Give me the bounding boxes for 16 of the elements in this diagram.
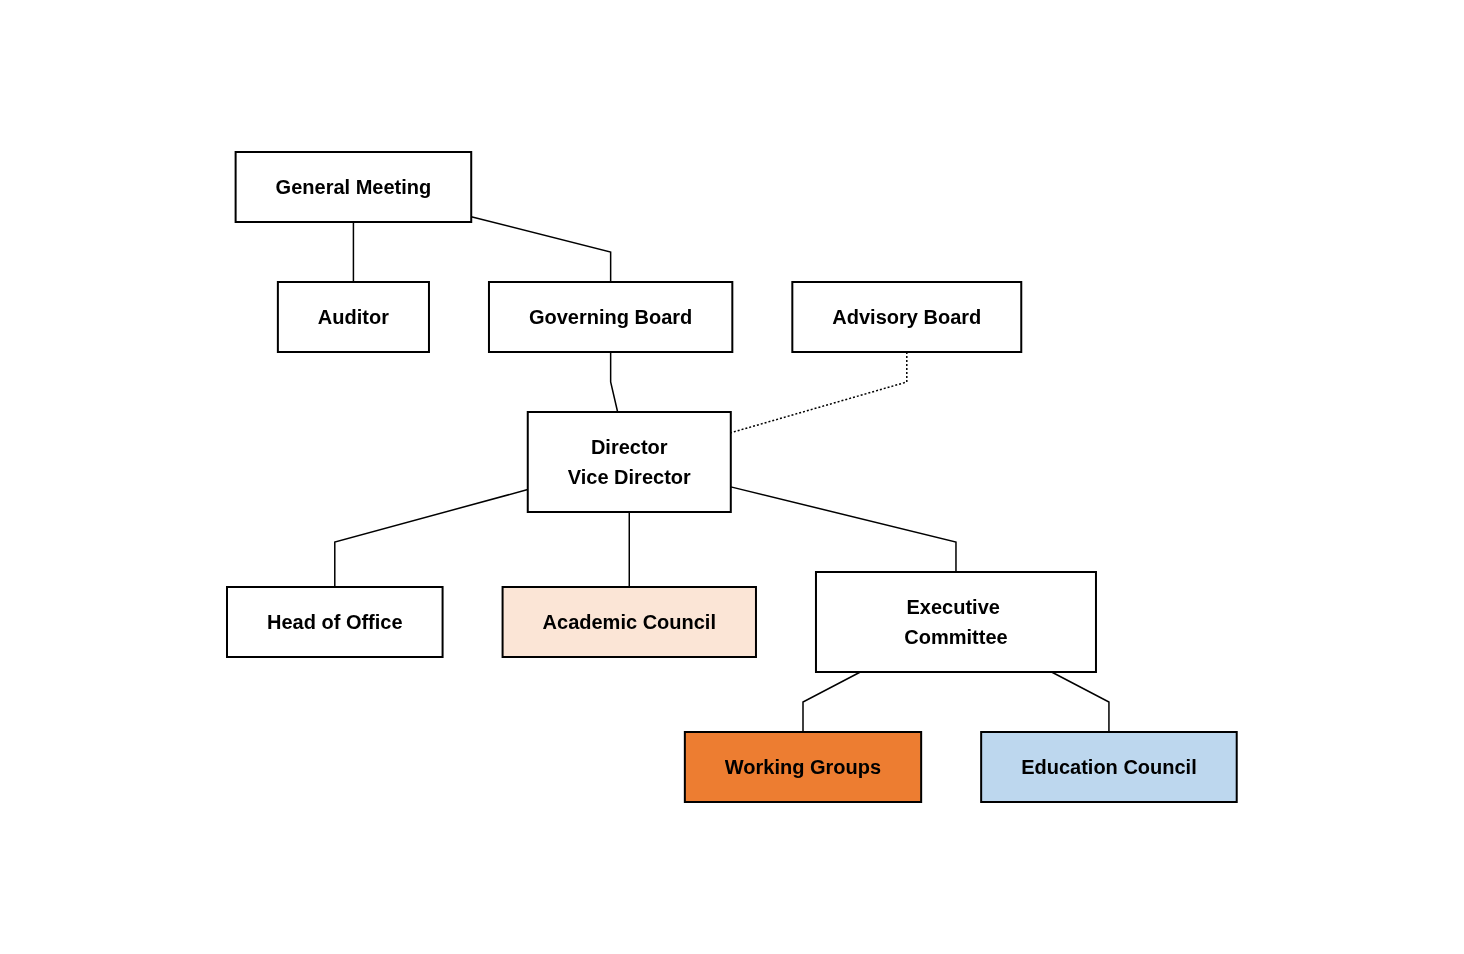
node-box: General Meeting <box>234 151 473 223</box>
connector <box>628 511 631 588</box>
node-box: Working Groups <box>684 731 923 803</box>
node-box: Advisory Board <box>791 281 1023 353</box>
node-box: Head of Office <box>226 586 444 658</box>
node-box: Academic Council <box>501 586 758 658</box>
node-box: Education Council <box>980 731 1238 803</box>
node-box: Auditor <box>277 281 431 353</box>
node-box: Governing Board <box>488 281 734 353</box>
connector <box>1050 671 1110 733</box>
connector <box>352 221 355 283</box>
connector <box>802 671 862 733</box>
node-box: Executive Committee <box>815 571 1098 673</box>
node-box: Director Vice Director <box>526 411 732 513</box>
connector <box>610 351 619 413</box>
connector <box>730 486 957 573</box>
